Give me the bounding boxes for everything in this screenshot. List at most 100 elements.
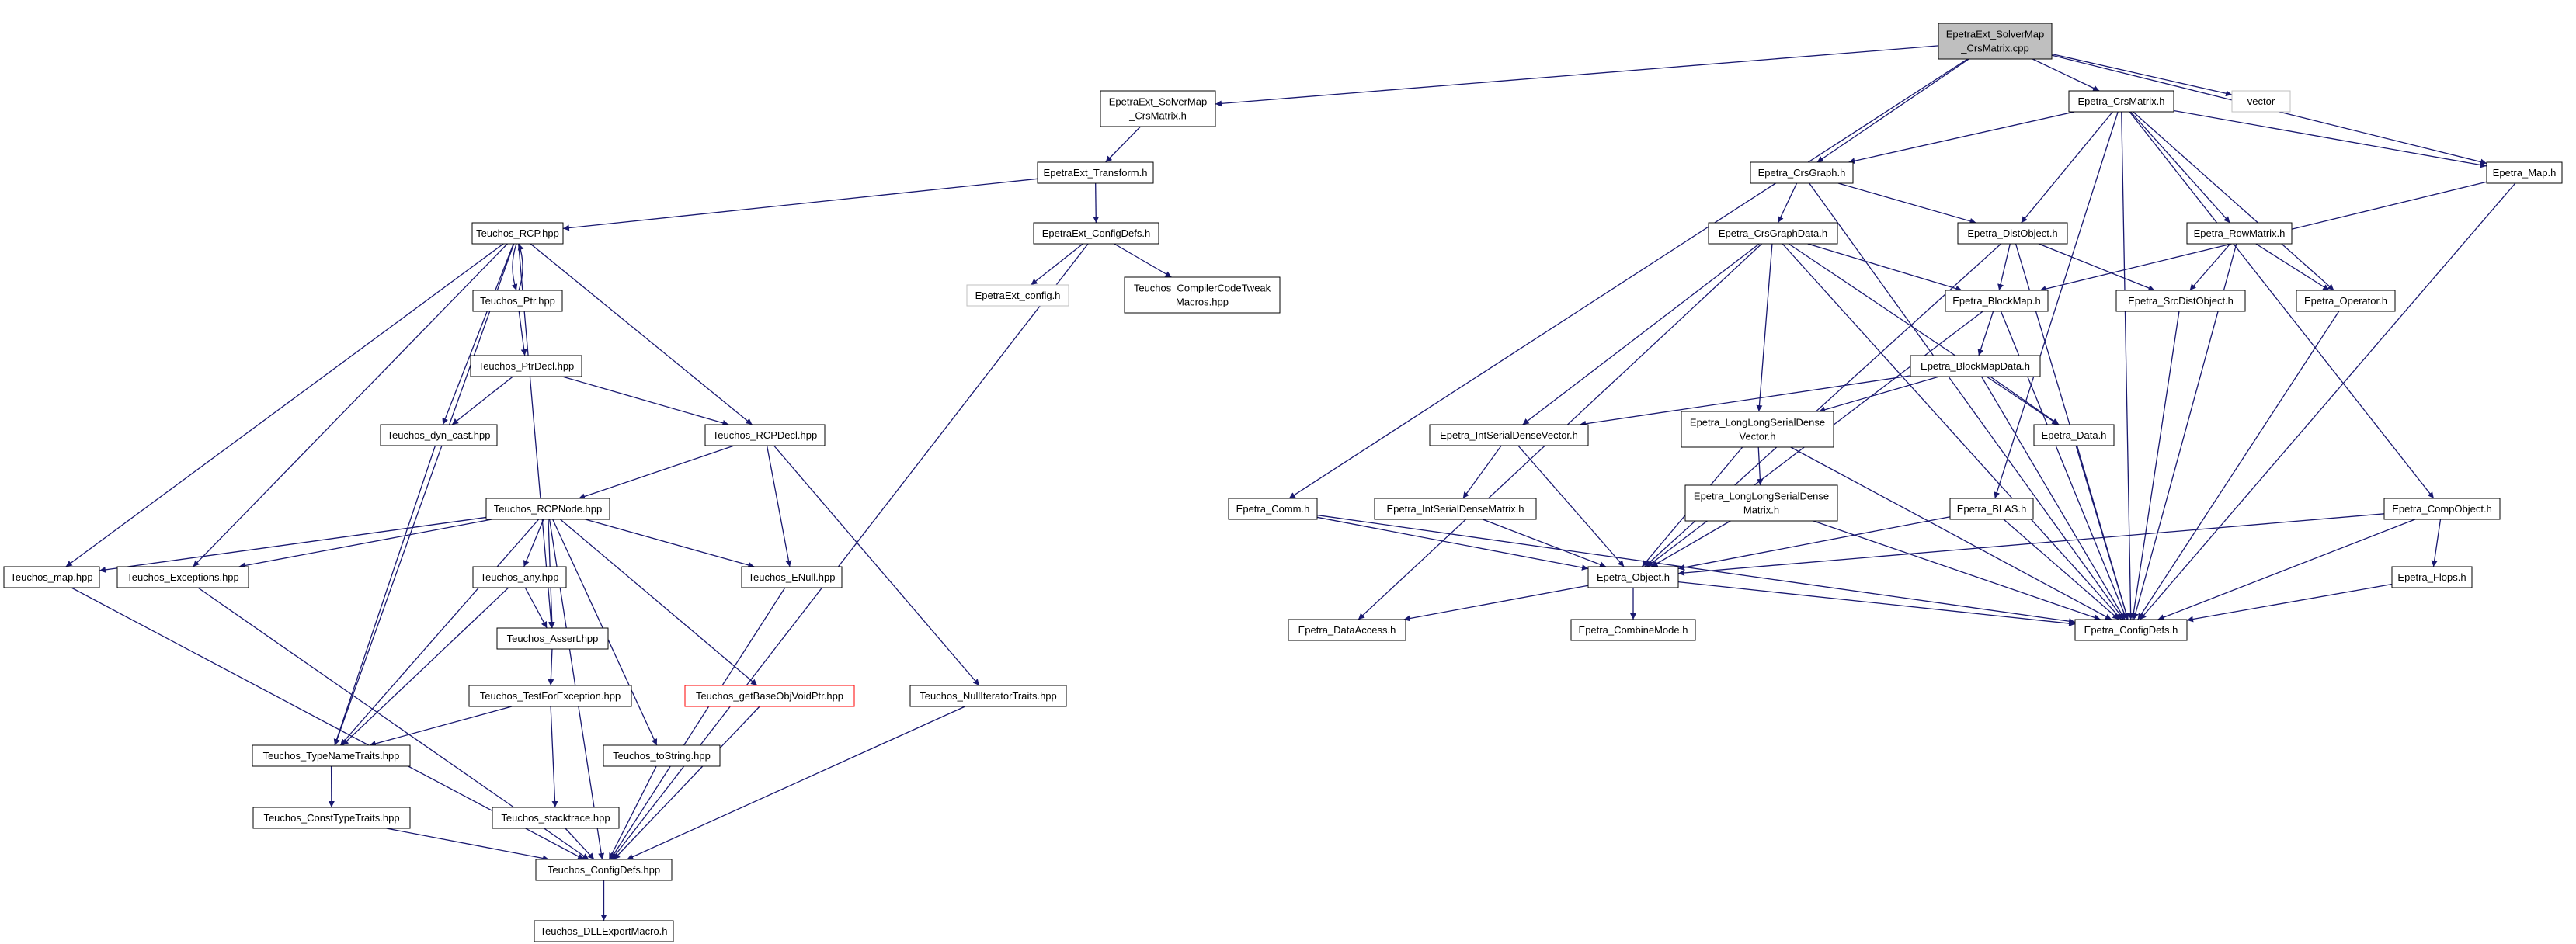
node-root[interactable]: EpetraExt_SolverMap_CrsMatrix.cpp xyxy=(1938,23,2053,60)
node-label: EpetraExt_SolverMap xyxy=(1109,96,1207,108)
node-epetra-intserialdensematrix[interactable]: Epetra_IntSerialDenseMatrix.h xyxy=(1374,498,1537,520)
node-teuchos-consttype[interactable]: Teuchos_ConstTypeTraits.hpp xyxy=(252,807,411,829)
node-teuchos-ptrdecl[interactable]: Teuchos_PtrDecl.hpp xyxy=(470,355,582,377)
node-teuchos-testforexc[interactable]: Teuchos_TestForException.hpp xyxy=(468,685,632,707)
node-teuchos-assert[interactable]: Teuchos_Assert.hpp xyxy=(496,627,609,650)
edge-teuchos_ptrdecl-to-teuchos_dyncast xyxy=(451,376,513,425)
node-epetra-blockmap[interactable]: Epetra_BlockMap.h xyxy=(1945,290,2049,312)
edge-epetra_crsmatrix-to-epetra_map xyxy=(2173,109,2487,168)
node-box xyxy=(704,424,826,446)
node-ext-configdefs[interactable]: EpetraExt_ConfigDefs.h xyxy=(1033,222,1159,245)
node-epetra-operator[interactable]: Epetra_Operator.h xyxy=(2296,290,2396,312)
node-epetra-object[interactable]: Epetra_Object.h xyxy=(1587,566,1679,588)
node-vector[interactable]: vector xyxy=(2231,90,2291,113)
node-box xyxy=(1037,161,1154,184)
node-label: Epetra_BlockMapData.h xyxy=(1921,360,2030,372)
node-epetra-crsgraphdata[interactable]: Epetra_CrsGraphData.h xyxy=(1708,222,1838,245)
edge-epetra_crsgraphdata-to-epetra_configdefs xyxy=(1782,243,2122,620)
edge-epetra_blockmapdata-to-epetra_configdefs xyxy=(1980,376,2126,620)
node-box xyxy=(603,744,721,767)
edge-epetra_blockmap-to-epetra_configdefs xyxy=(2000,311,2128,620)
node-box xyxy=(3,566,100,588)
node-box xyxy=(535,859,673,881)
node-label: Epetra_SrcDistObject.h xyxy=(2128,295,2234,307)
node-teuchos-rcp[interactable]: Teuchos_RCP.hpp xyxy=(471,222,564,245)
node-box xyxy=(1910,355,2041,377)
node-epetra-comm[interactable]: Epetra_Comm.h xyxy=(1228,498,1318,520)
node-epetra-crsgraph[interactable]: Epetra_CrsGraph.h xyxy=(1750,161,1854,184)
node-box xyxy=(485,498,610,520)
node-label: Epetra_Object.h xyxy=(1597,571,1670,583)
node-epetra-rowmatrix[interactable]: Epetra_RowMatrix.h xyxy=(2186,222,2293,245)
node-epetra-data[interactable]: Epetra_Data.h xyxy=(2033,424,2115,446)
edge-epetra_compobject-to-epetra_flops xyxy=(2431,519,2442,567)
node-box xyxy=(471,222,564,245)
node-epetra-distobject[interactable]: Epetra_DistObject.h xyxy=(1957,222,2068,245)
node-epetra-flops[interactable]: Epetra_Flops.h xyxy=(2391,566,2473,588)
node-epetra-crsmatrix[interactable]: Epetra_CrsMatrix.h xyxy=(2068,90,2174,113)
node-teuchos-getbase[interactable]: Teuchos_getBaseObjVoidPtr.hpp xyxy=(684,685,855,707)
edge-epetra_crsmatrix-to-epetra_blas xyxy=(1994,111,2119,499)
edge-ext_configdefs-to-teuchos_configdefs xyxy=(611,243,1089,860)
node-teuchos-dllexport[interactable]: Teuchos_DLLExportMacro.h xyxy=(534,920,674,942)
edge-epetra_operator-to-epetra_configdefs xyxy=(2137,311,2340,620)
node-box xyxy=(909,685,1067,707)
node-teuchos-tostring[interactable]: Teuchos_toString.hpp xyxy=(603,744,721,767)
node-ext-solvermap-h[interactable]: EpetraExt_SolverMap_CrsMatrix.h xyxy=(1100,90,1216,127)
node-teuchos-configdefs[interactable]: Teuchos_ConfigDefs.hpp xyxy=(535,859,673,881)
edge-teuchos_stacktrace-to-teuchos_configdefs xyxy=(565,828,595,860)
node-epetra-map[interactable]: Epetra_Map.h xyxy=(2486,161,2563,184)
node-teuchos-map[interactable]: Teuchos_map.hpp xyxy=(3,566,100,588)
node-label: Teuchos_CompilerCodeTweak xyxy=(1134,283,1271,294)
node-box xyxy=(1429,424,1589,446)
node-teuchos-any[interactable]: Teuchos_any.hpp xyxy=(472,566,567,588)
edge-root-to-epetra_comm xyxy=(1288,58,1968,499)
node-label: Teuchos_TypeNameTraits.hpp xyxy=(263,750,400,762)
node-epetra-blas[interactable]: Epetra_BLAS.h xyxy=(1949,498,2034,520)
node-teuchos-typename[interactable]: Teuchos_TypeNameTraits.hpp xyxy=(252,744,411,767)
edge-epetra_object-to-epetra_configdefs xyxy=(1677,581,2076,626)
node-label: Epetra_CrsMatrix.h xyxy=(2078,95,2165,107)
node-label: Epetra_LongLongSerialDense xyxy=(1690,417,1825,429)
node-label: Teuchos_Exceptions.hpp xyxy=(127,571,239,583)
edge-teuchos_rcp-to-teuchos_map xyxy=(65,243,504,567)
edge-epetra_crsmatrix-to-epetra_rowmatrix xyxy=(2130,111,2230,224)
node-epetra-blockmapdata[interactable]: Epetra_BlockMapData.h xyxy=(1910,355,2041,377)
node-label: Epetra_Flops.h xyxy=(2397,571,2466,583)
node-teuchos-enull[interactable]: Teuchos_ENull.hpp xyxy=(741,566,843,588)
node-label: Teuchos_RCP.hpp xyxy=(476,227,559,239)
node-epetra-compobject[interactable]: Epetra_CompObject.h xyxy=(2383,498,2501,520)
node-ext-transform[interactable]: EpetraExt_Transform.h xyxy=(1037,161,1154,184)
node-epetra-dataaccess[interactable]: Epetra_DataAccess.h xyxy=(1288,619,1406,641)
edge-epetra_crsgraphdata-to-epetra_data xyxy=(1788,243,2059,425)
node-box xyxy=(2486,161,2563,184)
node-label: Epetra_IntSerialDenseMatrix.h xyxy=(1386,503,1524,515)
node-epetra-intserialdensevector[interactable]: Epetra_IntSerialDenseVector.h xyxy=(1429,424,1589,446)
node-box xyxy=(684,685,855,707)
node-teuchos-ptr[interactable]: Teuchos_Ptr.hpp xyxy=(472,290,563,312)
node-teuchos-rcpnode[interactable]: Teuchos_RCPNode.hpp xyxy=(485,498,610,520)
node-label: Teuchos_RCPNode.hpp xyxy=(494,503,602,515)
node-label: Teuchos_map.hpp xyxy=(10,571,92,583)
node-teuchos-rcpdecl[interactable]: Teuchos_RCPDecl.hpp xyxy=(704,424,826,446)
node-epetra-configdefs[interactable]: Epetra_ConfigDefs.h xyxy=(2074,619,2188,641)
node-label: Epetra_CompObject.h xyxy=(2392,503,2492,515)
node-teuchos-nulliter[interactable]: Teuchos_NullIteratorTraits.hpp xyxy=(909,685,1067,707)
node-label: Epetra_LongLongSerialDense xyxy=(1694,491,1829,502)
node-label: Teuchos_ENull.hpp xyxy=(748,571,835,583)
node-ext-config[interactable]: EpetraExt_config.h xyxy=(966,284,1069,307)
node-epetra-combinemode[interactable]: Epetra_CombineMode.h xyxy=(1570,619,1696,641)
node-box xyxy=(472,566,567,588)
node-label: Teuchos_ConfigDefs.hpp xyxy=(548,864,660,876)
node-epetra-srcdistobject[interactable]: Epetra_SrcDistObject.h xyxy=(2115,290,2246,312)
node-teuchos-exceptions[interactable]: Teuchos_Exceptions.hpp xyxy=(116,566,249,588)
edge-epetra_blockmapdata-to-epetra_longlongvector xyxy=(1818,376,1940,413)
node-label: Epetra_Data.h xyxy=(2042,429,2107,441)
edge-epetra_intserialdensematrix-to-epetra_object xyxy=(1482,519,1607,567)
edge-teuchos_consttype-to-teuchos_configdefs xyxy=(386,828,549,862)
node-teuchos-stacktrace[interactable]: Teuchos_stacktrace.hpp xyxy=(492,807,620,829)
node-teuchos-dyncast[interactable]: Teuchos_dyn_cast.hpp xyxy=(380,424,498,446)
